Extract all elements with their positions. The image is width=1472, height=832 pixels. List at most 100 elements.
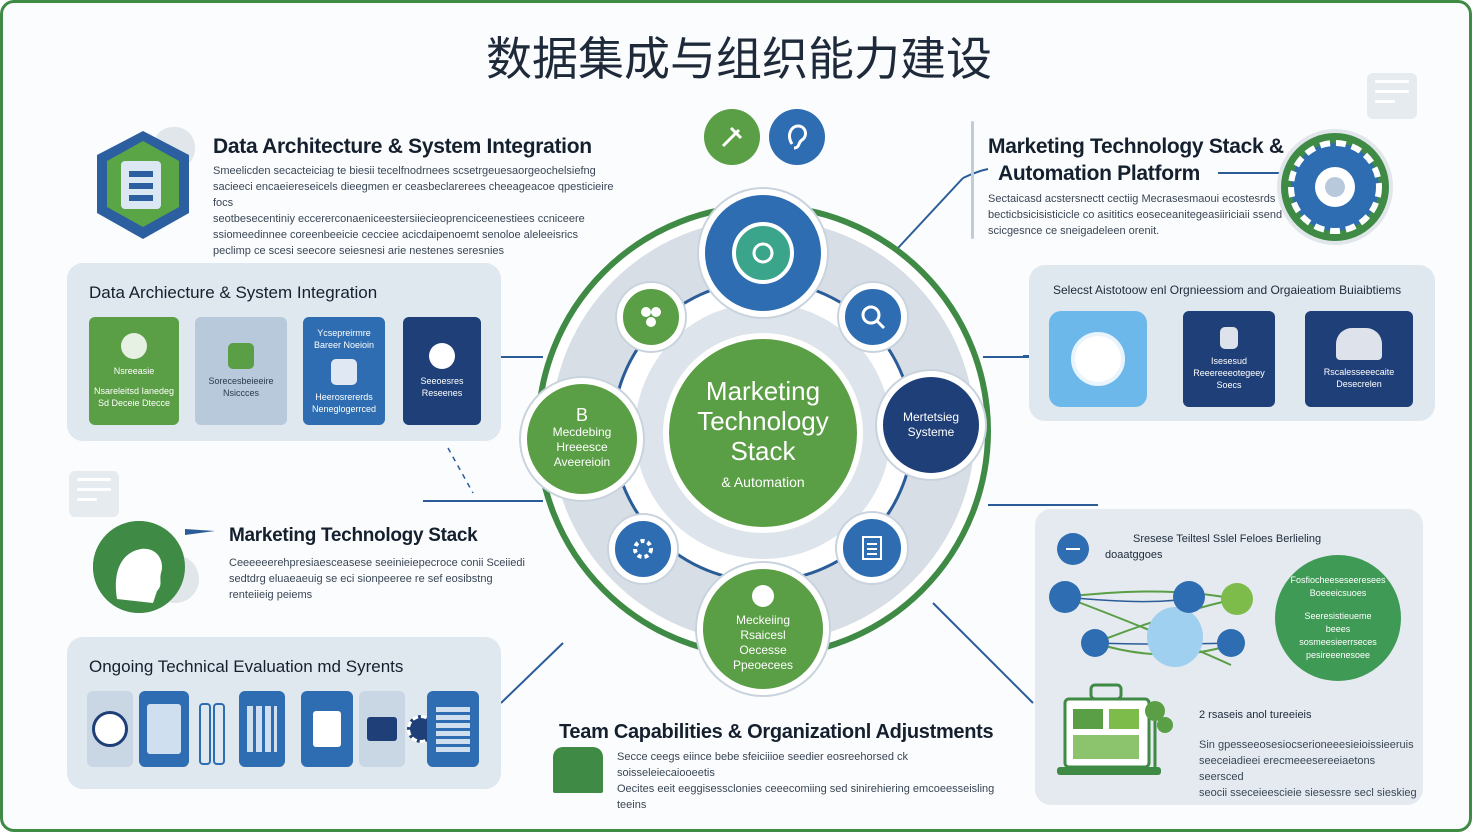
search-node: [839, 283, 907, 351]
solution-tile-1: [1049, 311, 1147, 407]
columns-tile: [239, 691, 285, 767]
bubble-line: Seeresistieueme beees: [1304, 611, 1372, 634]
clock-icon: [92, 711, 128, 747]
desc-line: Secce ceegs eiince bebe sfeiciiioe seedi…: [617, 751, 909, 779]
tile-label: Isesesud Reeereeeotegeey Soecs: [1193, 356, 1265, 390]
server-icon: [331, 359, 357, 385]
center-line-2: Technology: [697, 406, 829, 436]
sheet-icon: [228, 343, 254, 369]
report-tile: [301, 691, 353, 767]
martech-top-heading: Marketing Technology Stack & Automation …: [988, 133, 1284, 187]
martech-mid-heading: Marketing Technology Stack: [229, 525, 478, 546]
chart-icon: [1220, 327, 1238, 349]
skills-bubble: Fosfiocheeseseeresees Boeeeicsuoes Seere…: [1275, 555, 1401, 681]
desc-line: scicgesnce ce sneigadeleen orenit.: [988, 225, 1160, 237]
automation-node: B Mecdebing Hreeesce Aveereioin: [521, 378, 643, 500]
desc-line: Oecites eeit eeggisessclonies ceeecomiin…: [617, 783, 995, 795]
skills-subheading: doaatggoes: [1105, 549, 1163, 561]
ear-icon: [769, 109, 825, 165]
data-tile-4: Seeoesres Reseenes: [403, 317, 481, 425]
heading-line: Marketing Technology Stack &: [988, 135, 1284, 158]
desc-line: renteiieig peiems: [229, 589, 313, 601]
martech-mid-description: Ceeeeeerehpresiaesceasese seeinieiepecro…: [229, 555, 529, 603]
bubble-line: pesireeenesoee: [1305, 650, 1371, 660]
report-icon: [313, 711, 341, 747]
center-line-3: Stack: [730, 436, 796, 466]
note-icon: [69, 471, 119, 517]
center-line-1: Marketing: [705, 376, 821, 406]
desc-line: sedtdrg eluaeaeuig se eci sionpeeree re …: [229, 573, 493, 585]
screen-tile: [359, 691, 405, 767]
network-node: [617, 283, 685, 351]
desc-line: seotbesecentiniy eccererconaeniceestersi…: [213, 213, 585, 225]
node-left-badge: B: [575, 405, 588, 425]
desc-line: seeceiadieei erecmeeesereeiaetons seersc…: [1199, 755, 1376, 783]
desc-line: Sin gpesseeosesiocserioneeesieioissieeru…: [1199, 739, 1414, 751]
check-icon: [121, 333, 147, 359]
team-icon: [553, 747, 603, 793]
globe-icon: [429, 343, 455, 369]
clock-tile: [87, 691, 133, 767]
bubble-line: sosmeesieerrseces: [1299, 637, 1377, 647]
solution-tile-2: Isesesud Reeereeeotegeey Soecs: [1183, 311, 1275, 407]
center-sub: & Automation: [721, 474, 805, 490]
cog-node: [609, 515, 677, 583]
solutions-panel: Selecst Aistotoow enl Orgnieessiom and O…: [1029, 265, 1435, 421]
data-panel-heading: Data Archiecture & System Integration: [89, 283, 378, 302]
systems-node: Mertetsieg Systeme: [877, 371, 985, 479]
node-left-label: Mecdebing Hreeesce Aveereioin: [552, 425, 612, 469]
tile-label: Nsreeasie: [113, 366, 155, 376]
cog-icon: [633, 539, 653, 559]
node-bottom-label: Meckeiing Rsaicesl Oecesse Ppeoecees: [732, 613, 794, 672]
skills-heading: Sresese Teiltesl Sslel Feloes Berlieling: [1133, 533, 1322, 545]
data-architecture-panel: Data Archiecture & System Integration Ns…: [67, 263, 501, 441]
tile-sublabel: Nsareleitsd Ianedeg Sd Deceie Dtecce: [93, 386, 175, 408]
network-icon: [641, 307, 661, 327]
skills-step-heading: 2 rsaseis anol tureeieis: [1199, 709, 1312, 721]
center-hub: Marketing Technology Stack & Automation: [663, 333, 863, 533]
skills-step-description: Sin gpesseeosesiocserioneeesieioissieeru…: [1199, 737, 1419, 801]
desc-line: Smeelicden secacteiciag te biesii tecelf…: [213, 165, 596, 177]
desc-line: sacieeci encaeiereseicels dieegmen er ce…: [213, 181, 614, 209]
laptop-plant-icon: [1057, 683, 1173, 775]
plus-icon: [1057, 533, 1089, 565]
desc-line: Sectaicasd acstersnectt cectiig Mecrases…: [988, 193, 1276, 205]
tile-label: Sorecesbeieeire Nsiccces: [208, 376, 274, 398]
leaf-icon: [752, 585, 774, 607]
note-icon: [1367, 73, 1417, 119]
data-tile-3: Ycsepreirmre Bareer Noeioin Heerosrererd…: [303, 317, 385, 425]
node-right-label: Mertetsieg Systeme: [902, 410, 960, 439]
martech-top-description: Sectaicasd acstersnectt cectiig Mecrases…: [988, 191, 1288, 239]
data-architecture-description: Smeelicden secacteiciag te biesii tecelf…: [213, 163, 633, 259]
desc-line: peclimp ce scesi seecore seiesnesi arie …: [213, 245, 505, 257]
table-tile: [427, 691, 479, 767]
evaluation-panel: Ongoing Technical Evaluation md Syrents: [67, 637, 501, 789]
heading-line: Automation Platform: [998, 162, 1200, 185]
desc-line: teeins: [617, 799, 647, 811]
team-icon: [1336, 328, 1382, 360]
data-tile-1: Nsreeasie Nsareleitsd Ianedeg Sd Deceie …: [89, 317, 179, 425]
search-icon: [861, 305, 886, 330]
page-title: 数据集成与组织能力建设: [486, 32, 992, 86]
tile-sublabel: Heerosrererds Neneglogerrced: [311, 392, 377, 414]
desc-line: becticbsicisisticicle co asititics eosec…: [988, 209, 1283, 221]
document-icon: [862, 536, 882, 560]
bubble-line: Boeeeicsuoes: [1309, 588, 1367, 598]
solutions-heading: Selecst Aistotoow enl Orgnieessiom and O…: [1053, 283, 1402, 297]
sheet-tile: [139, 691, 189, 767]
data-architecture-icon: [97, 127, 195, 239]
tile-label: Seeoesres Reseenes: [420, 376, 464, 398]
desc-line: ssiomeedinnee coreenbeeicie cecciee acic…: [213, 229, 579, 241]
tile-label: Ycsepreirmre Bareer Noeioin: [313, 328, 375, 350]
desc-line: seocii sseceieescieie siesessre secl sie…: [1199, 787, 1417, 799]
evaluation-heading: Ongoing Technical Evaluation md Syrents: [89, 657, 404, 676]
spreadsheet-icon: [147, 704, 181, 754]
team-description: Secce ceegs eiince bebe sfeiciiioe seedi…: [617, 749, 997, 813]
data-tile-2: Sorecesbeieeire Nsiccces: [195, 317, 287, 425]
divider: [971, 121, 974, 239]
solution-tile-3: Rscalesseeecaite Desecrelen: [1305, 311, 1413, 407]
screen-icon: [367, 717, 397, 741]
table-icon: [436, 706, 470, 752]
desc-line: Ceeeeeerehpresiaesceasese seeinieiepecro…: [229, 557, 525, 569]
processes-node: Meckeiing Rsaicesl Oecesse Ppeoecees: [697, 563, 829, 695]
